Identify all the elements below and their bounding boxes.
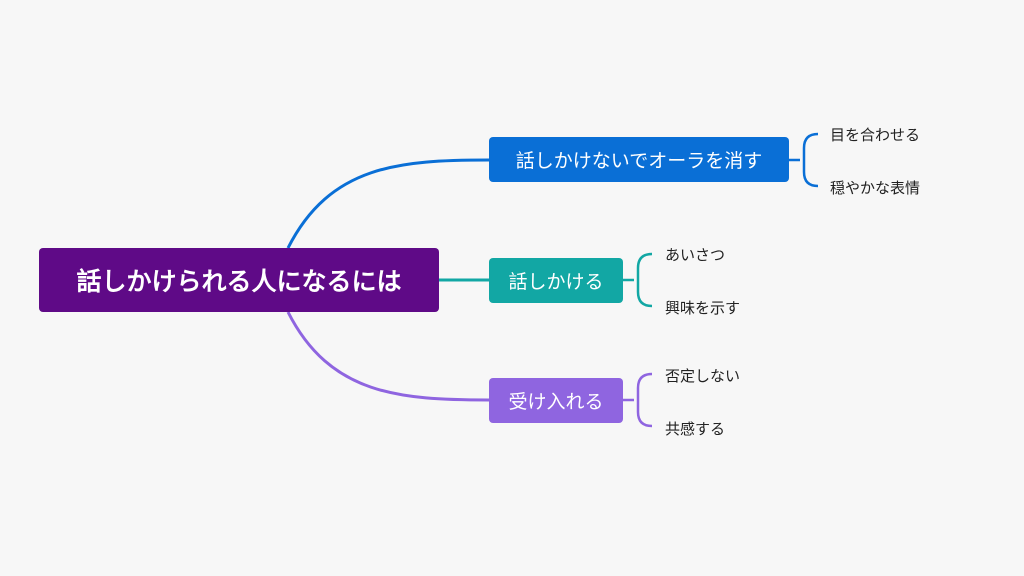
leaf-node-3-2[interactable]: 共感する — [665, 420, 726, 438]
leaf-node-1-2[interactable]: 穏やかな表情 — [830, 179, 921, 197]
branch-node-1[interactable]: 話しかけないでオーラを消す — [489, 137, 789, 182]
bracket-branch-3 — [623, 372, 653, 428]
leaf-node-3-1[interactable]: 否定しない — [665, 367, 741, 385]
connector-root-branch-3 — [286, 311, 490, 402]
connector-root-branch-1 — [286, 158, 490, 249]
bracket-branch-2 — [623, 252, 653, 308]
leaf-node-2-1[interactable]: あいさつ — [665, 246, 726, 264]
root-node[interactable]: 話しかけられる人になるには — [39, 248, 439, 312]
leaf-node-1-1[interactable]: 目を合わせる — [830, 126, 921, 144]
leaf-node-2-2[interactable]: 興味を示す — [665, 299, 741, 317]
branch-node-2[interactable]: 話しかける — [489, 258, 623, 303]
branch-node-3[interactable]: 受け入れる — [489, 378, 623, 423]
bracket-branch-1 — [789, 132, 819, 188]
